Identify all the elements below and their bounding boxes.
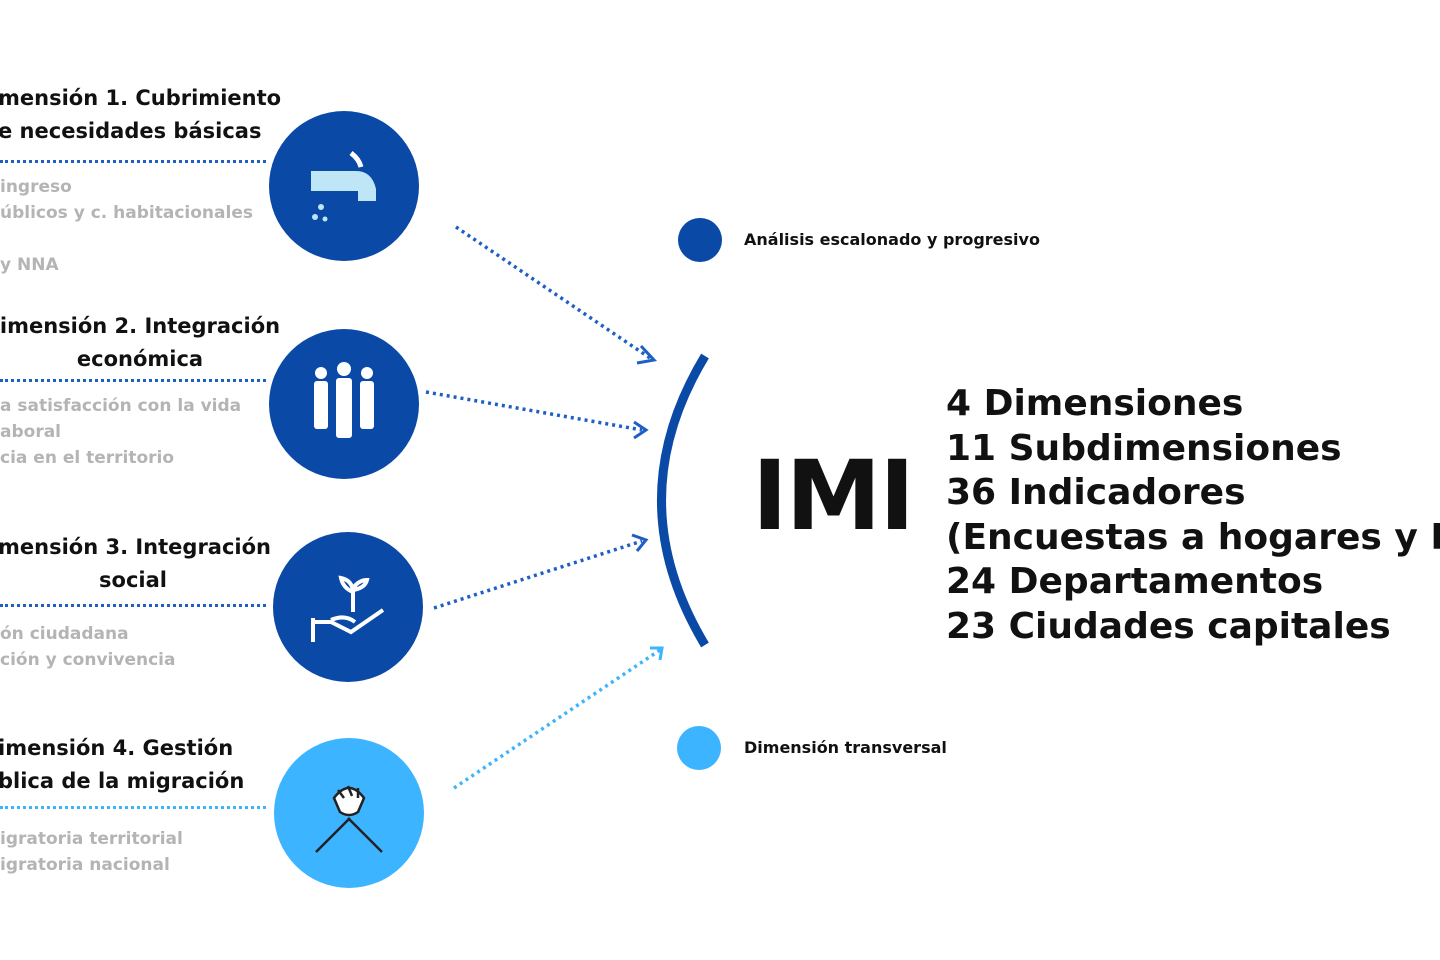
sub-item: ingreso — [0, 177, 72, 197]
sub-item: ón ciudadana — [0, 624, 129, 644]
title-line: mensión 3. Integración — [0, 535, 271, 559]
dimension-3-items: ón ciudadana ción y convivencia — [0, 621, 175, 673]
sub-item: ción y convivencia — [0, 650, 176, 670]
imi-title: IMI — [752, 440, 915, 552]
people-icon — [269, 329, 419, 479]
dimension-1-title: mensión 1. Cubrimiento e necesidades bás… — [0, 82, 281, 148]
sub-item: úblicos y c. habitacionales — [0, 203, 253, 223]
title-line: imensión 2. Integración — [0, 314, 281, 338]
stat-line: 36 Indicadores — [946, 472, 1246, 513]
title-line: social — [99, 568, 167, 592]
dimension-1-divider — [0, 160, 266, 163]
legend-dot-dark — [678, 218, 722, 262]
stat-line: 23 Ciudades capitales — [946, 605, 1391, 647]
dimension-4-divider — [0, 806, 266, 809]
dimension-2-items: a satisfacción con la vida aboral cia en… — [0, 393, 241, 471]
handshake-icon — [274, 738, 424, 888]
dimension-1-items: ingreso úblicos y c. habitacionales y NN… — [0, 174, 253, 278]
arrow-dimension-2 — [425, 390, 643, 432]
legend-dot-light — [677, 726, 721, 770]
water-tap-icon — [269, 111, 419, 261]
sub-item: cia en el territorio — [0, 448, 175, 468]
title-line: económica — [76, 347, 204, 371]
stat-line: (Encuestas a hogares y R.A — [946, 516, 1440, 558]
sub-item: igratoria nacional — [0, 855, 170, 875]
dimension-3-divider — [0, 604, 266, 607]
stat-line: 11 Subdimensiones — [946, 427, 1342, 469]
stat-line: 4 Dimensiones — [946, 383, 1244, 424]
hand-plant-icon — [273, 532, 423, 682]
legend-label-transversal: Dimensión transversal — [744, 738, 947, 757]
stat-line: 24 Departamentos — [946, 561, 1324, 602]
title-line: imensión 4. Gestión — [0, 736, 234, 760]
dimension-2-divider — [0, 379, 266, 382]
title-line: mensión 1. Cubrimiento — [0, 86, 282, 110]
dimension-4-items: igratoria territorial igratoria nacional — [0, 826, 183, 878]
arrow-dimension-3 — [433, 539, 643, 610]
arrow-dimension-1 — [455, 225, 651, 360]
sub-item: aboral — [0, 422, 62, 442]
sub-item: a satisfacción con la vida — [0, 396, 242, 416]
dimension-3-title: mensión 3. Integración social — [0, 531, 271, 597]
arrow-dimension-4 — [453, 648, 661, 790]
sub-item: igratoria territorial — [0, 829, 183, 849]
sub-item: y NNA — [0, 255, 59, 275]
bracket — [657, 353, 709, 648]
dimension-4-title: imensión 4. Gestión blica de la migració… — [0, 732, 244, 798]
title-line: e necesidades básicas — [0, 119, 262, 143]
legend-label-progressive: Análisis escalonado y progresivo — [744, 230, 1040, 249]
title-line: blica de la migración — [0, 769, 245, 793]
imi-stats: 4 Dimensiones 11 Subdimensiones 36 Indic… — [946, 382, 1440, 649]
dimension-2-title: imensión 2. Integración económica — [0, 310, 282, 376]
